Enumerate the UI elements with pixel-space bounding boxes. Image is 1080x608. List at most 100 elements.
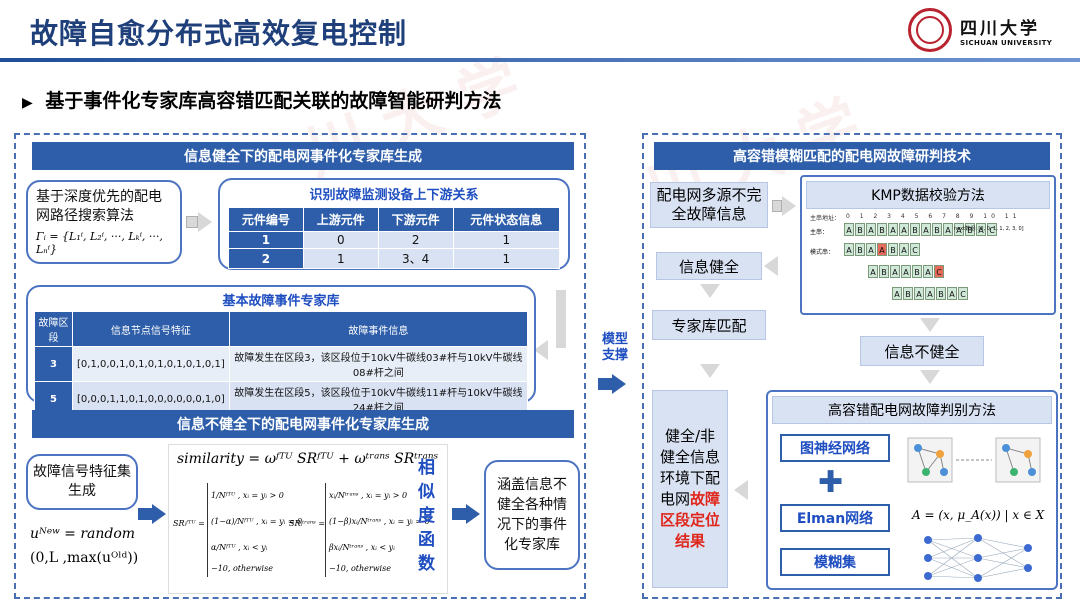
- kmp-char: A: [892, 287, 902, 300]
- table-cell: [0,1,0,0,1,0,1,0,1,0,1,0,1,0,1]: [72, 346, 230, 382]
- event-table: 故障区段信息节点信号特征故障事件信息 3[0,1,0,0,1,0,1,0,1,0…: [34, 311, 529, 417]
- table-cell: 0: [302, 231, 379, 249]
- basic-library-box: 基本故障事件专家库 故障区段信息节点信号特征故障事件信息 3[0,1,0,0,1…: [26, 285, 536, 417]
- basic-library-title: 基本故障事件专家库: [222, 294, 340, 309]
- kmp-char: B: [879, 265, 889, 278]
- unhealthy-section-bar: 信息不健全下的配电网事件化专家库生成: [32, 410, 574, 438]
- right-panel: [642, 133, 1062, 599]
- elman-box: Elman网络: [780, 504, 890, 532]
- result-box: 健全/非健全信息环境下配电网故障区段定位结果: [652, 390, 728, 588]
- arrow-right-icon: [186, 212, 212, 232]
- kmp-char: A: [921, 223, 931, 236]
- kmp-char: A: [877, 243, 887, 256]
- arrow-right-icon: [598, 374, 626, 394]
- kmp-char: A: [954, 223, 964, 236]
- result-text: 健全/非健全信息环境下配电网: [659, 427, 720, 508]
- university-name-en: SICHUAN UNIVERSITY: [960, 38, 1053, 47]
- kmp-char: A: [925, 287, 935, 300]
- fuzzy-box: 模糊集: [780, 548, 890, 576]
- table-cell: 1: [228, 231, 304, 249]
- fault-method-title: 高容错配电网故障判别方法: [772, 396, 1052, 424]
- dfs-box: 基于深度优先的配电网路径搜索算法 Γᵢ = {L₁ⁱ, L₂ⁱ, ···, Lₖ…: [26, 180, 182, 264]
- arrow-left-icon: [764, 256, 778, 276]
- kmp-char: A: [868, 265, 878, 278]
- kmp-char: A: [890, 265, 900, 278]
- arrow-down-icon: [700, 284, 720, 298]
- kmp-char: B: [903, 287, 913, 300]
- elman-diagram: [908, 530, 1048, 586]
- left-panel: [14, 133, 586, 599]
- sr-ftu-label: SRᵢᶠᵀᵁ =: [173, 519, 205, 528]
- info-healthy-box: 信息健全: [656, 252, 762, 280]
- similarity-label: 相似度函数: [418, 458, 435, 574]
- kmp-char: B: [888, 243, 898, 256]
- event-header: 故障区段: [34, 311, 73, 347]
- table-cell: 故障发生在区段3，该区段位于10kV牛碳线03#杆与10kV牛碳线08#杆之间: [228, 346, 529, 382]
- table-cell: 1: [452, 248, 561, 269]
- arrow-down-icon: [920, 370, 940, 384]
- kmp-char: A: [866, 243, 876, 256]
- kmp-char: C: [958, 287, 968, 300]
- sr-ftu-cases: 1/Nᶠᵀᵁ , xᵢ = yᵢ > 0 (1−α)/Nᶠᵀᵁ , xᵢ = y…: [207, 483, 302, 577]
- relation-header: 下游元件: [377, 207, 454, 232]
- table-cell: 2: [377, 231, 454, 249]
- similarity-formula: similarity = ωᶠᵀᵁ SRᶠᵀᵁ + ωᵗʳᵃⁿˢ SRᵗʳᵃⁿˢ: [177, 451, 439, 467]
- kmp-pattern-label: 模式串：: [810, 249, 835, 256]
- identify-title: 识别故障监测设备上下游关系: [309, 188, 479, 203]
- arrow-left-icon: [734, 480, 748, 500]
- kmp-char: B: [932, 223, 942, 236]
- kmp-char: A: [901, 265, 911, 278]
- expert-match-box: 专家库匹配: [652, 310, 766, 340]
- kmp-char: B: [965, 223, 975, 236]
- kmp-char: B: [855, 243, 865, 256]
- dfs-text: 基于深度优先的配电网路径搜索算法: [36, 189, 162, 224]
- kmp-char: C: [934, 265, 944, 278]
- cover-library-box: 涵盖信息不健全各种情况下的事件化专家库: [484, 460, 580, 570]
- kmp-main-label: 主串：: [810, 229, 829, 236]
- university-name-cn: 四川大学: [960, 18, 1040, 39]
- multi-source-box: 配电网多源不完全故障信息: [650, 182, 768, 228]
- kmp-char: A: [888, 223, 898, 236]
- kmp-box: KMP数据校验方法 主串地址： 0 1 2 3 4 5 6 7 8 9 10 1…: [800, 175, 1056, 315]
- kmp-char: A: [899, 223, 909, 236]
- kmp-char: A: [899, 243, 909, 256]
- kmp-char: A: [943, 223, 953, 236]
- sr-trans-label: SRᵢᵗʳᵃⁿˢ =: [289, 519, 326, 528]
- title-underline: [0, 58, 1080, 62]
- university-logo: 四川大学 SICHUAN UNIVERSITY: [908, 6, 1068, 54]
- event-header: 故障事件信息: [228, 311, 529, 347]
- table-cell: 3、4: [377, 248, 454, 269]
- similarity-formula-box: similarity = ωᶠᵀᵁ SRᶠᵀᵁ + ωᵗʳᵃⁿˢ SRᵗʳᵃⁿˢ…: [168, 444, 448, 594]
- kmp-title: KMP数据校验方法: [806, 181, 1050, 209]
- table-cell: 3: [34, 346, 73, 382]
- kmp-index-label: 主串地址：: [810, 215, 841, 222]
- kmp-char: A: [923, 265, 933, 278]
- relation-header: 元件状态信息: [452, 207, 561, 232]
- relation-header: 元件编号: [228, 207, 304, 232]
- arrow-down-icon: [920, 318, 940, 332]
- kmp-index-row: 0 1 2 3 4 5 6 7 8 9 10 11: [846, 213, 1021, 220]
- neural-network-icon: [924, 534, 1032, 582]
- arrow-right-icon: [138, 504, 166, 524]
- arrow-down-icon: [700, 364, 720, 378]
- plus-icon: ✚: [818, 465, 844, 500]
- sr-trans-cases: xᵢ/Nᵗʳᵃⁿˢ , xᵢ = yᵢ > 0 (1−β)xᵢ/Nᵗʳᵃⁿˢ ,…: [325, 483, 430, 577]
- kmp-char: B: [855, 223, 865, 236]
- kmp-char: A: [976, 223, 986, 236]
- healthy-section-bar: 信息健全下的配电网事件化专家库生成: [32, 142, 574, 170]
- page-title: 故障自愈分布式高效复电控制: [30, 17, 408, 50]
- arrow-left-icon: [534, 340, 548, 360]
- kmp-char: A: [914, 287, 924, 300]
- gnn-box: 图神经网络: [780, 434, 890, 462]
- kmp-char: B: [936, 287, 946, 300]
- seal-icon: [908, 8, 952, 52]
- event-header: 信息节点信号特征: [72, 311, 230, 347]
- u-new-formula: uᴺᵉʷ = random: [30, 526, 136, 542]
- fuzzy-formula: A = (x, μ_A(x)) | x ∈ X: [912, 508, 1045, 522]
